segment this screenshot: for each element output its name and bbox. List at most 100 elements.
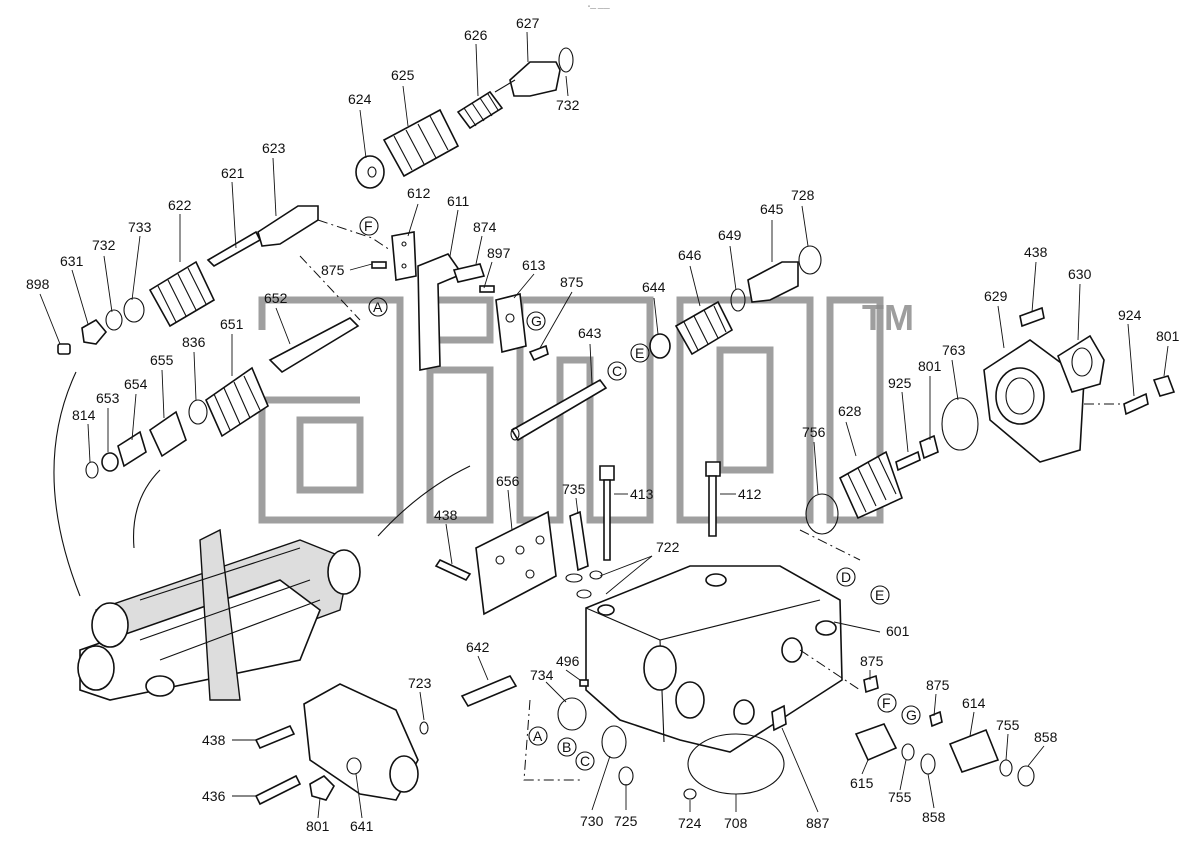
label-734: 734 [530, 667, 554, 683]
bolt-413 [599, 465, 615, 561]
spring-628 [838, 450, 903, 520]
marker-D: D [841, 569, 851, 585]
marker-G-top: G [531, 313, 542, 329]
label-708: 708 [724, 815, 748, 831]
label-645: 645 [760, 201, 784, 217]
label-836: 836 [182, 334, 206, 350]
label-412: 412 [738, 486, 762, 502]
label-611: 611 [447, 193, 470, 209]
spring-622 [148, 260, 216, 328]
label-641: 641 [350, 818, 374, 834]
label-652: 652 [264, 290, 288, 306]
label-723: 723 [408, 675, 432, 691]
label-438-mid: 438 [434, 507, 458, 523]
plate-656 [475, 510, 589, 616]
spring-651 [205, 366, 269, 438]
label-496: 496 [556, 653, 580, 669]
label-654: 654 [124, 376, 148, 392]
label-627: 627 [516, 15, 540, 31]
label-875-d: 875 [926, 677, 950, 693]
label-615: 615 [850, 775, 874, 791]
part-labels: 627 626 625 624 732 623 621 622 733 732 … [26, 15, 1180, 834]
marker-C-top: C [612, 363, 622, 379]
label-722: 722 [656, 539, 680, 555]
spring-625 [382, 108, 460, 178]
label-875-c: 875 [860, 653, 884, 669]
label-613: 613 [522, 257, 546, 273]
label-656: 656 [496, 473, 520, 489]
label-438-left: 438 [202, 732, 226, 748]
bolt-438-mid [434, 558, 472, 582]
label-887: 887 [806, 815, 830, 831]
label-874: 874 [473, 219, 497, 235]
upper-right-spool [510, 245, 822, 442]
label-897: 897 [487, 245, 511, 261]
label-733: 733 [128, 219, 152, 235]
label-898: 898 [26, 276, 50, 292]
label-858-right: 858 [1034, 729, 1058, 745]
letter-markers [359, 216, 921, 771]
lower-parts [460, 649, 1035, 800]
assembled-spool-view [77, 528, 361, 701]
label-653: 653 [96, 390, 120, 406]
label-924: 924 [1118, 307, 1142, 323]
label-642: 642 [466, 639, 490, 655]
label-655: 655 [150, 352, 174, 368]
label-623: 623 [262, 140, 286, 156]
label-755-bottom: 755 [888, 789, 912, 805]
label-413: 413 [630, 486, 654, 502]
marker-F-top: F [364, 218, 373, 234]
label-625: 625 [391, 67, 415, 83]
label-875-b: 875 [560, 274, 584, 290]
label-649: 649 [718, 227, 742, 243]
marker-G-bottom: G [906, 707, 917, 723]
left-cover-641 [254, 683, 429, 806]
label-730: 730 [580, 813, 604, 829]
middle-spool-assembly [53, 317, 471, 597]
label-612: 612 [407, 185, 431, 201]
label-436: 436 [202, 788, 226, 804]
upper-spool-assembly [57, 47, 574, 355]
leader-lines [39, 31, 1169, 819]
right-cover-assembly [799, 306, 1176, 561]
marker-E-right: E [875, 587, 884, 603]
lever-assembly [371, 231, 549, 371]
bolt-412 [705, 461, 721, 537]
marker-A-bottom: A [533, 728, 543, 744]
marker-E-top: E [635, 345, 644, 361]
main-body-601 [585, 565, 843, 753]
label-732-left: 732 [92, 237, 116, 253]
label-755-right: 755 [996, 717, 1020, 733]
label-801-mid: 801 [918, 358, 942, 374]
label-626: 626 [464, 27, 488, 43]
marker-B: B [562, 739, 571, 755]
label-858-bottom: 858 [922, 809, 946, 825]
label-601: 601 [886, 623, 910, 639]
label-622: 622 [168, 197, 192, 213]
label-732-top: 732 [556, 97, 580, 113]
label-621: 621 [221, 165, 245, 181]
label-725: 725 [614, 813, 638, 829]
watermark-tm: TM [862, 297, 914, 338]
label-875-a: 875 [321, 262, 345, 278]
label-624: 624 [348, 91, 372, 107]
label-438-right: 438 [1024, 244, 1048, 260]
label-925: 925 [888, 375, 912, 391]
label-728: 728 [791, 187, 815, 203]
label-628: 628 [838, 403, 862, 419]
label-735: 735 [562, 481, 586, 497]
label-801-right: 801 [1156, 328, 1180, 344]
label-646: 646 [678, 247, 702, 263]
marker-C-bottom: C [580, 753, 590, 769]
label-763: 763 [942, 342, 966, 358]
orings-722 [565, 570, 603, 599]
spring-646 [674, 300, 734, 356]
label-631: 631 [60, 253, 84, 269]
label-643: 643 [578, 325, 602, 341]
label-724: 724 [678, 815, 702, 831]
header-mark: "— —— [588, 6, 610, 12]
label-756: 756 [802, 424, 826, 440]
label-644: 644 [642, 279, 666, 295]
marker-F-bottom: F [882, 695, 891, 711]
